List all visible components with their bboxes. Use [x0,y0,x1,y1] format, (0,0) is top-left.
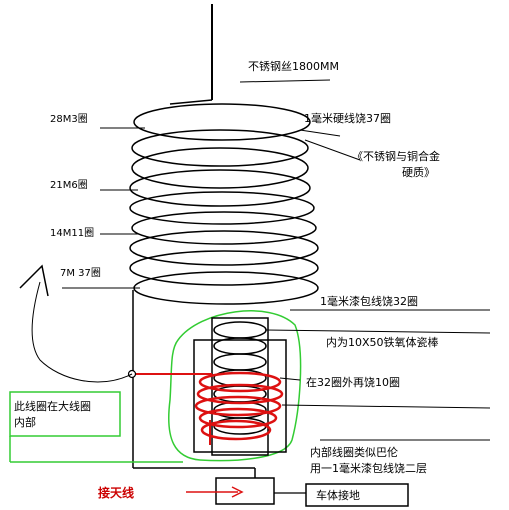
ground-label-box [305,483,409,507]
label-material-2: 硬质》 [402,166,435,179]
label-coil-14m11: 14M11圈 [50,227,94,239]
outer-coil-10 [194,371,284,441]
label-coil-7m37: 7M 37圈 [60,267,101,279]
leader-lines [62,79,491,441]
ferrite-rod-frame [193,339,287,453]
label-inner-32: 1毫米漆包线饶32圈 [320,294,418,308]
note-box [9,391,121,437]
label-antenna: 接天线 [98,485,134,500]
inner-coil-32 [213,321,267,435]
label-ground: 车体接地 [316,488,360,502]
pointer-curve [31,281,133,383]
label-coil-1mm-37: 1毫米硬线饶37圈 [304,111,391,125]
label-outer-10: 在32圈外再饶10圈 [306,376,400,389]
label-balun-1: 内部线圈类似巴伦 [310,445,398,459]
label-balun-2: 用一1毫米漆包线饶二层 [310,461,427,475]
antenna-arrowhead [231,486,244,498]
label-coil-21m6: 21M6圈 [50,179,88,191]
label-material-1: 《不锈钢与铜合金 [352,149,440,163]
label-wire-top: 不锈钢丝1800MM [248,60,339,73]
large-coil [129,103,319,305]
label-coil-28m3: 28M3圈 [50,113,88,125]
top-wire-bend [169,99,213,105]
pointer-arrowhead [19,264,49,297]
label-inside-2: 内部 [14,415,36,429]
ground-connector [215,477,275,505]
label-ferrite: 内为10X50铁氧体瓷棒 [326,335,439,349]
label-inside-1: 此线圈在大线圈 [14,399,91,413]
